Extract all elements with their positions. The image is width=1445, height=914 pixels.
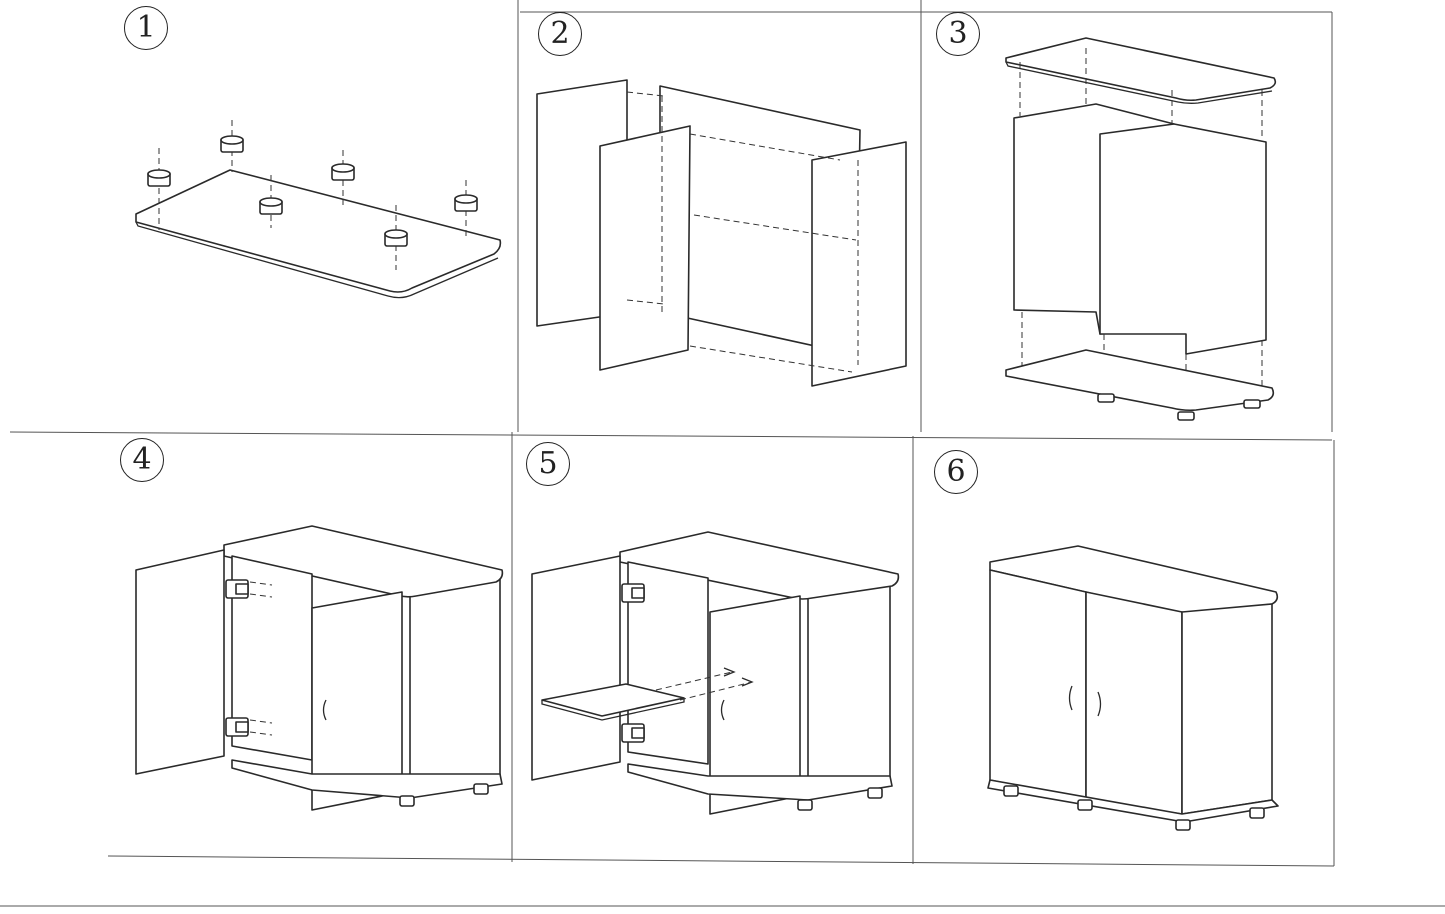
- guide-line: [655, 671, 733, 691]
- base-panel: [135, 169, 502, 293]
- foot: [399, 795, 415, 807]
- right-side-panel: [807, 579, 891, 797]
- base-panel: [627, 763, 893, 801]
- door-handle-left: [1068, 685, 1073, 711]
- step-5-drawing: [531, 531, 900, 815]
- foot: [867, 787, 883, 799]
- step-6-number: 6: [934, 450, 978, 494]
- step-2-drawing: [536, 79, 907, 387]
- foot: [1175, 819, 1191, 831]
- foot-1: [147, 148, 171, 230]
- right-side-assembly: [1099, 123, 1267, 355]
- foot: [473, 783, 489, 795]
- step-6-drawing: [987, 545, 1279, 831]
- guide-line: [626, 299, 665, 305]
- foot: [1249, 807, 1265, 819]
- hinge-bottom: [225, 717, 273, 737]
- left-door-open: [531, 555, 621, 781]
- left-door-open: [135, 549, 225, 775]
- guide-line: [693, 214, 857, 241]
- foot: [1097, 393, 1115, 403]
- foot-5: [454, 180, 478, 240]
- step-1-number: 1: [124, 6, 168, 50]
- foot: [1177, 411, 1195, 421]
- guide-line: [626, 91, 665, 97]
- step-1-drawing: [135, 120, 502, 299]
- guide-line: [679, 681, 753, 701]
- step-4-number: 4: [120, 438, 164, 482]
- top-panel-edge: [1005, 61, 1273, 104]
- base-panel: [987, 779, 1279, 823]
- top-panel: [1005, 37, 1277, 102]
- step-4-drawing: [135, 525, 504, 811]
- left-door-closed: [989, 569, 1087, 801]
- base-panel-edge: [135, 221, 499, 299]
- arrow-head: [723, 667, 736, 677]
- step-3-number: 3: [936, 12, 980, 56]
- base-panel: [231, 759, 503, 799]
- right-side-panel: [409, 573, 501, 793]
- step-5-number: 5: [526, 442, 570, 486]
- foot-6: [384, 205, 408, 270]
- divider-panel: [599, 125, 691, 371]
- right-side-panel: [811, 141, 907, 387]
- foot-3: [331, 150, 355, 205]
- hinge-bottom: [621, 723, 645, 743]
- shelf-edge: [541, 698, 685, 721]
- guide-line: [689, 345, 853, 373]
- hinge-top: [621, 583, 645, 603]
- foot: [1003, 785, 1019, 797]
- step-2-number: 2: [538, 12, 582, 56]
- foot-4: [259, 175, 283, 228]
- foot: [1243, 399, 1261, 409]
- grid-line-middle: [9, 431, 1333, 441]
- right-side-panel: [1181, 603, 1273, 815]
- door-handle-right: [1097, 691, 1102, 717]
- door-handle: [322, 699, 327, 721]
- guide-line: [689, 133, 841, 161]
- foot-2: [220, 120, 244, 172]
- door-handle: [720, 699, 725, 721]
- foot: [1077, 799, 1093, 811]
- hinge-top: [225, 579, 273, 599]
- foot: [797, 799, 813, 811]
- base-with-feet: [1005, 349, 1275, 412]
- step-3-drawing: [1005, 37, 1277, 421]
- arrow-head: [741, 677, 754, 687]
- grid-line-bottom: [107, 855, 1335, 867]
